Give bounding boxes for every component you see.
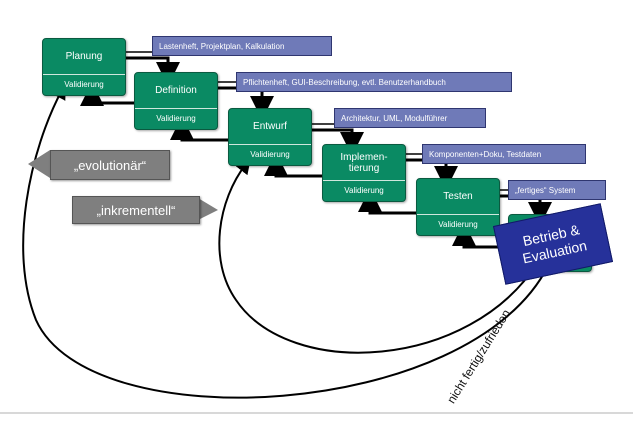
phase-title: Testen xyxy=(443,191,473,203)
artifact-note-entwurf: Architektur, UML, Modulführer xyxy=(334,108,486,128)
phase-validation: Validierung xyxy=(417,213,499,235)
tag-pointer-evolutionary xyxy=(28,150,50,178)
phase-validation: Validierung xyxy=(135,107,217,129)
phase-validation: Validierung xyxy=(43,73,125,95)
phase-title: Planung xyxy=(65,51,103,63)
phase-title: Entwurf xyxy=(253,121,287,133)
feedback-entwurf-definition xyxy=(170,116,228,142)
tag-pointer-incremental xyxy=(198,198,218,220)
feedback-testen-implementierung xyxy=(358,188,416,215)
phase-planung: Planung Validierung xyxy=(42,38,126,96)
evolutionary-loop-arrow xyxy=(22,82,549,399)
artifact-note-planung: Lastenheft, Projektplan, Kalkulation xyxy=(152,36,332,56)
tag-evolutionary: „evolutionär“ xyxy=(50,150,170,180)
phase-validation: Validierung xyxy=(229,143,311,165)
feedback-implementierung-entwurf xyxy=(264,152,322,178)
phase-definition: Definition Validierung xyxy=(134,72,218,130)
arrow-entwurf-implementierung xyxy=(310,128,364,156)
feedback-betrieb-testen xyxy=(452,222,508,249)
artifact-note-testen: „fertiges“ System xyxy=(508,180,606,200)
artifact-note-implementierung: Komponenten+Doku, Testdaten xyxy=(422,144,586,164)
arrow-planung-definition xyxy=(124,56,180,86)
bottom-divider xyxy=(0,412,633,414)
phase-implementierung: Implemen- tierung Validierung xyxy=(322,144,406,202)
artifact-note-definition: Pflichtenheft, GUI-Beschreibung, evtl. B… xyxy=(236,72,512,92)
phase-validation: Validierung xyxy=(323,179,405,201)
phase-title: Definition xyxy=(155,85,197,97)
incremental-loop-arrow xyxy=(218,157,539,354)
feedback-definition-planung xyxy=(80,82,134,106)
tag-incremental: „inkrementell“ xyxy=(72,196,200,224)
phase-title: Implemen- tierung xyxy=(340,151,388,174)
phase-entwurf: Entwurf Validierung xyxy=(228,108,312,166)
phase-testen: Testen Validierung xyxy=(416,178,500,236)
